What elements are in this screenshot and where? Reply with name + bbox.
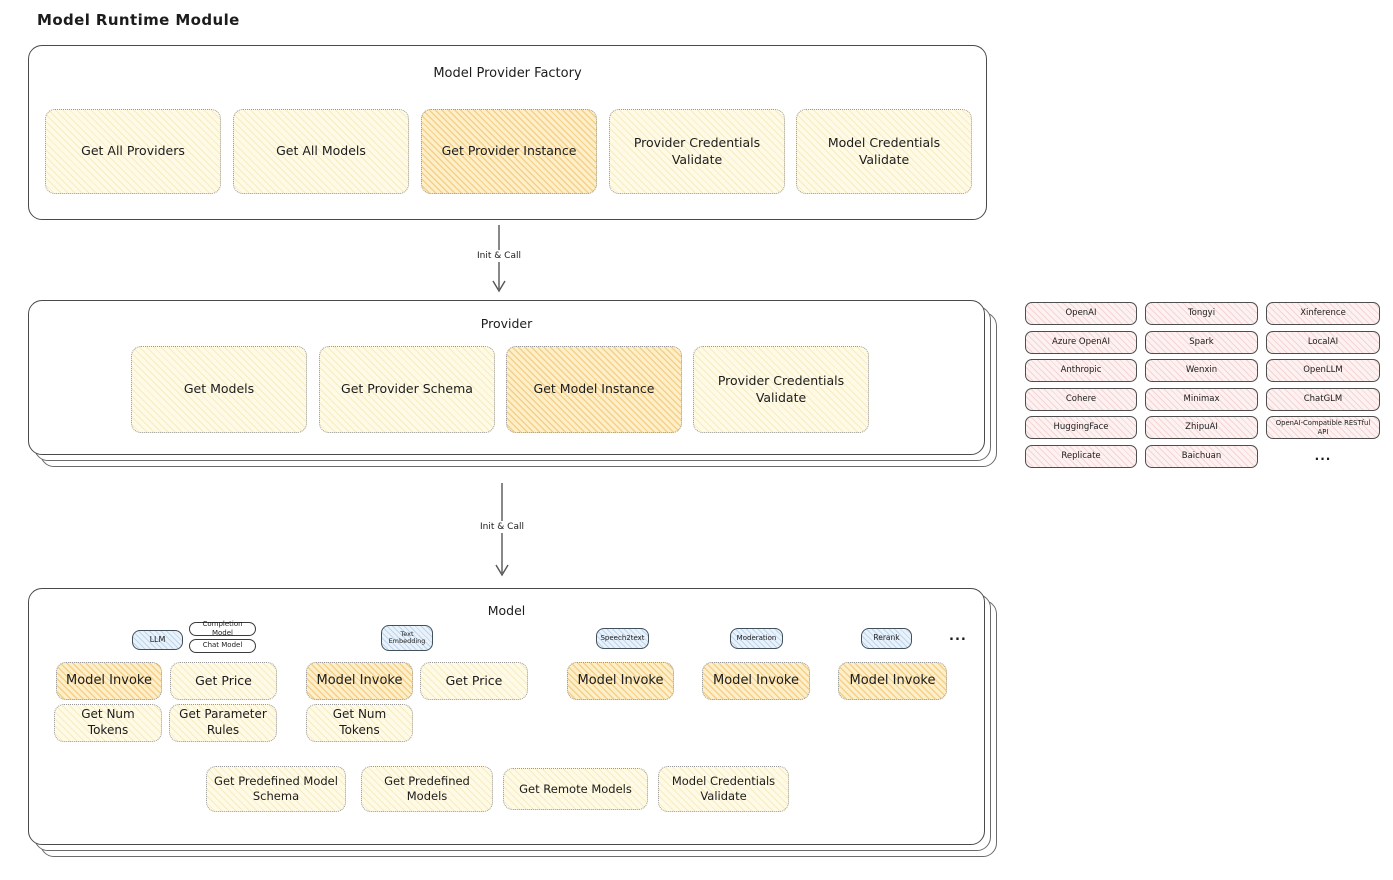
tag-chat-model: Chat Model bbox=[189, 639, 256, 653]
tab-text-embedding: Text Embedding bbox=[381, 625, 433, 651]
provider-chip-more-ellipsis: ... bbox=[1314, 448, 1332, 463]
provider-box-get-models: Get Models bbox=[131, 346, 307, 433]
model-box-get-predefined-models: Get Predefined Models bbox=[361, 766, 493, 812]
provider-chip-openai: OpenAI bbox=[1025, 302, 1137, 325]
tag-completion-model: Completion Model bbox=[189, 620, 256, 637]
model-box-moderation-model-invoke: Model Invoke bbox=[702, 662, 810, 700]
provider-chip-openai-compatible-restful-api: OpenAI-Compatible RESTful API bbox=[1266, 416, 1380, 440]
model-box-embedding-model-invoke: Model Invoke bbox=[306, 662, 413, 700]
provider-title: Provider bbox=[480, 316, 533, 331]
model-box-embedding-get-price: Get Price bbox=[420, 662, 528, 700]
model-container: Model LLM Completion Model Chat Model Te… bbox=[28, 588, 985, 845]
provider-chip-tongyi: Tongyi bbox=[1145, 302, 1258, 325]
factory-container: Model Provider Factory Get All Providers… bbox=[28, 45, 987, 220]
provider-chip-minimax: Minimax bbox=[1145, 387, 1258, 411]
model-box-embedding-get-num-tokens: Get Num Tokens bbox=[306, 704, 413, 742]
model-box-llm-get-price: Get Price bbox=[170, 662, 277, 700]
provider-chip-xinference: Xinference bbox=[1266, 302, 1380, 325]
model-box-rerank-model-invoke: Model Invoke bbox=[838, 662, 947, 700]
model-box-get-predefined-model-schema: Get Predefined Model Schema bbox=[206, 766, 346, 812]
model-box-llm-get-parameter-rules: Get Parameter Rules bbox=[169, 704, 277, 742]
tab-more-ellipsis: ... bbox=[949, 629, 967, 644]
tab-speech2text: Speech2text bbox=[596, 628, 649, 649]
provider-box-get-model-instance: Get Model Instance bbox=[506, 346, 682, 433]
model-box-llm-model-invoke: Model Invoke bbox=[56, 662, 162, 700]
tab-rerank: Rerank bbox=[861, 628, 912, 649]
factory-box-get-all-models: Get All Models bbox=[233, 109, 409, 194]
provider-chip-baichuan: Baichuan bbox=[1145, 444, 1258, 468]
factory-box-get-provider-instance: Get Provider Instance bbox=[421, 109, 597, 194]
model-box-llm-get-num-tokens: Get Num Tokens bbox=[54, 704, 162, 742]
factory-box-provider-credentials-validate: Provider Credentials Validate bbox=[609, 109, 785, 194]
factory-box-model-credentials-validate: Model Credentials Validate bbox=[796, 109, 972, 194]
provider-chip-huggingface: HuggingFace bbox=[1025, 416, 1137, 440]
provider-box-get-provider-schema: Get Provider Schema bbox=[319, 346, 495, 433]
providers-panel: OpenAI Tongyi Xinference Azure OpenAI Sp… bbox=[1025, 302, 1380, 468]
provider-chip-replicate: Replicate bbox=[1025, 444, 1137, 468]
model-title: Model bbox=[487, 603, 526, 618]
provider-box-provider-credentials-validate: Provider Credentials Validate bbox=[693, 346, 869, 433]
factory-title: Model Provider Factory bbox=[433, 66, 582, 81]
model-box-model-credentials-validate: Model Credentials Validate bbox=[658, 766, 789, 812]
provider-chip-wenxin: Wenxin bbox=[1145, 359, 1258, 383]
provider-chip-cohere: Cohere bbox=[1025, 387, 1137, 411]
model-box-speech2text-model-invoke: Model Invoke bbox=[567, 662, 674, 700]
provider-chip-azure-openai: Azure OpenAI bbox=[1025, 330, 1137, 354]
model-box-get-remote-models: Get Remote Models bbox=[503, 768, 648, 810]
provider-chip-spark: Spark bbox=[1145, 330, 1258, 354]
provider-chip-openllm: OpenLLM bbox=[1266, 359, 1380, 383]
tab-llm: LLM bbox=[132, 630, 183, 650]
provider-chip-zhipuai: ZhipuAI bbox=[1145, 416, 1258, 440]
provider-chip-anthropic: Anthropic bbox=[1025, 359, 1137, 383]
arrow-label-init-call-2: Init & Call bbox=[470, 521, 534, 533]
provider-container: Provider Get Models Get Provider Schema … bbox=[28, 300, 985, 455]
provider-chip-chatglm: ChatGLM bbox=[1266, 387, 1380, 411]
provider-chip-localai: LocalAI bbox=[1266, 330, 1380, 354]
tab-moderation: Moderation bbox=[730, 628, 783, 649]
page-title: Model Runtime Module bbox=[37, 11, 240, 29]
factory-box-get-all-providers: Get All Providers bbox=[45, 109, 221, 194]
arrow-label-init-call-1: Init & Call bbox=[467, 250, 531, 262]
